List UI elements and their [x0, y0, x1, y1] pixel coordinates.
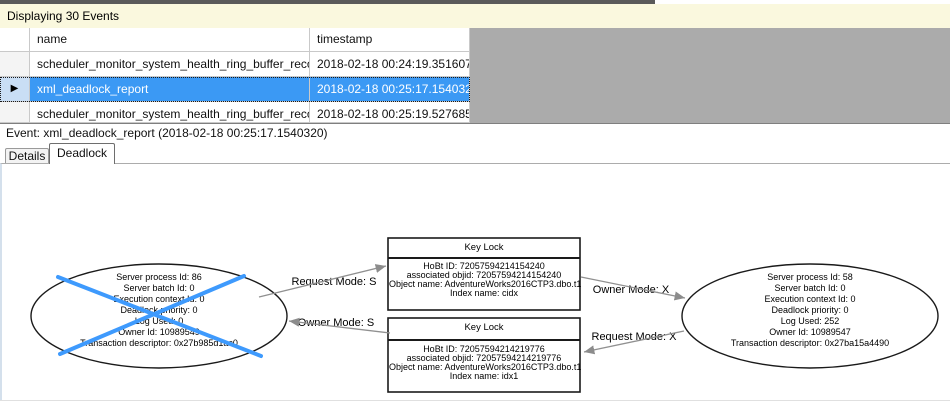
edge-label-request-s: Request Mode: S	[291, 276, 377, 288]
edge-label-owner-x: Owner Mode: X	[592, 284, 670, 296]
cell-timestamp[interactable]: 2018-02-18 00:24:19.3516078	[310, 52, 470, 77]
table-row[interactable]: scheduler_monitor_system_health_ring_buf…	[0, 52, 470, 77]
resource-attr: HoBt ID: 72057594214154240	[423, 261, 545, 271]
process-attr: Deadlock priority: 0	[120, 305, 198, 315]
process-attr: Deadlock priority: 0	[771, 305, 849, 315]
displaying-events-bar: Displaying 30 Events	[0, 4, 950, 28]
resource-top-details: HoBt ID: 72057594214154240 associated ob…	[389, 261, 582, 298]
cell-name[interactable]: scheduler_monitor_system_health_ring_buf…	[30, 52, 310, 77]
resource-node-bottom-box[interactable]	[387, 317, 581, 393]
cell-name[interactable]: scheduler_monitor_system_health_ring_buf…	[30, 102, 310, 123]
cell-name[interactable]: xml_deadlock_report	[30, 77, 310, 102]
resource-node-top-box[interactable]	[387, 237, 581, 311]
process-attr: Execution context Id: 0	[764, 294, 856, 304]
process-attr: Owner Id: 10989549	[118, 327, 200, 337]
process-attr: Execution context Id: 0	[113, 294, 205, 304]
cell-timestamp[interactable]: 2018-02-18 00:25:17.1540320	[310, 77, 470, 102]
row-header-cell: ▶	[0, 77, 30, 102]
tab-details[interactable]: Details	[5, 148, 49, 163]
table-row-selected[interactable]: ▶ xml_deadlock_report 2018-02-18 00:25:1…	[0, 77, 470, 102]
process-attr: Transaction descriptor: 0x27ba15a4490	[730, 338, 890, 348]
resource-attr: HoBt ID: 72057594214219776	[423, 344, 545, 354]
events-grid[interactable]: name timestamp scheduler_monitor_system_…	[0, 28, 950, 123]
process-attr: Server process Id: 58	[767, 272, 853, 282]
process-node-right[interactable]: Server process Id: 58 Server batch Id: 0…	[682, 272, 938, 349]
edge-label-request-x: Request Mode: X	[591, 331, 677, 343]
row-header-cell[interactable]	[0, 102, 30, 123]
process-attr: Log Used: 252	[780, 316, 840, 326]
resource-attr: Index name: idx1	[449, 371, 519, 381]
row-header-cell[interactable]	[0, 52, 30, 77]
process-attr: Server batch Id: 0	[123, 283, 195, 293]
resource-attr: Object name: AdventureWorks2016CTP3.dbo.…	[389, 362, 582, 372]
selected-event-summary: Event: xml_deadlock_report (2018-02-18 0…	[0, 123, 950, 143]
resource-top-title: Key Lock	[464, 242, 504, 253]
process-attr: Transaction descriptor: 0x27b985d1ac0	[80, 338, 238, 348]
process-attr: Log Used: 0	[134, 316, 184, 326]
toolbar-edge-strip	[0, 0, 655, 4]
grid-header-row: name timestamp	[0, 28, 470, 52]
resource-attr: associated objid: 72057594214154240	[406, 270, 562, 280]
column-header-timestamp[interactable]: timestamp	[310, 28, 470, 52]
table-row[interactable]: scheduler_monitor_system_health_ring_buf…	[0, 102, 470, 123]
resource-attr: associated objid: 72057594214219776	[406, 353, 562, 363]
resource-bottom-details: HoBt ID: 72057594214219776 associated ob…	[389, 344, 582, 381]
edge-label-owner-s: Owner Mode: S	[297, 317, 375, 329]
resource-bottom-title: Key Lock	[464, 322, 504, 333]
resource-attr: Object name: AdventureWorks2016CTP3.dbo.…	[389, 279, 582, 289]
column-header-name[interactable]: name	[30, 28, 310, 52]
process-attr: Server batch Id: 0	[774, 283, 846, 293]
cell-timestamp[interactable]: 2018-02-18 00:25:19.5276859	[310, 102, 470, 123]
process-node-right-ellipse[interactable]	[681, 263, 939, 369]
process-node-left[interactable]: Server process Id: 86 Server batch Id: 0…	[31, 272, 287, 349]
process-attr: Server process Id: 86	[116, 272, 202, 282]
resource-attr: Index name: cidx	[449, 288, 519, 298]
current-row-marker-icon: ▶	[10, 83, 19, 94]
grid-corner-cell	[0, 28, 30, 52]
tab-deadlock[interactable]: Deadlock	[49, 143, 115, 164]
process-attr: Owner Id: 10989547	[769, 327, 851, 337]
